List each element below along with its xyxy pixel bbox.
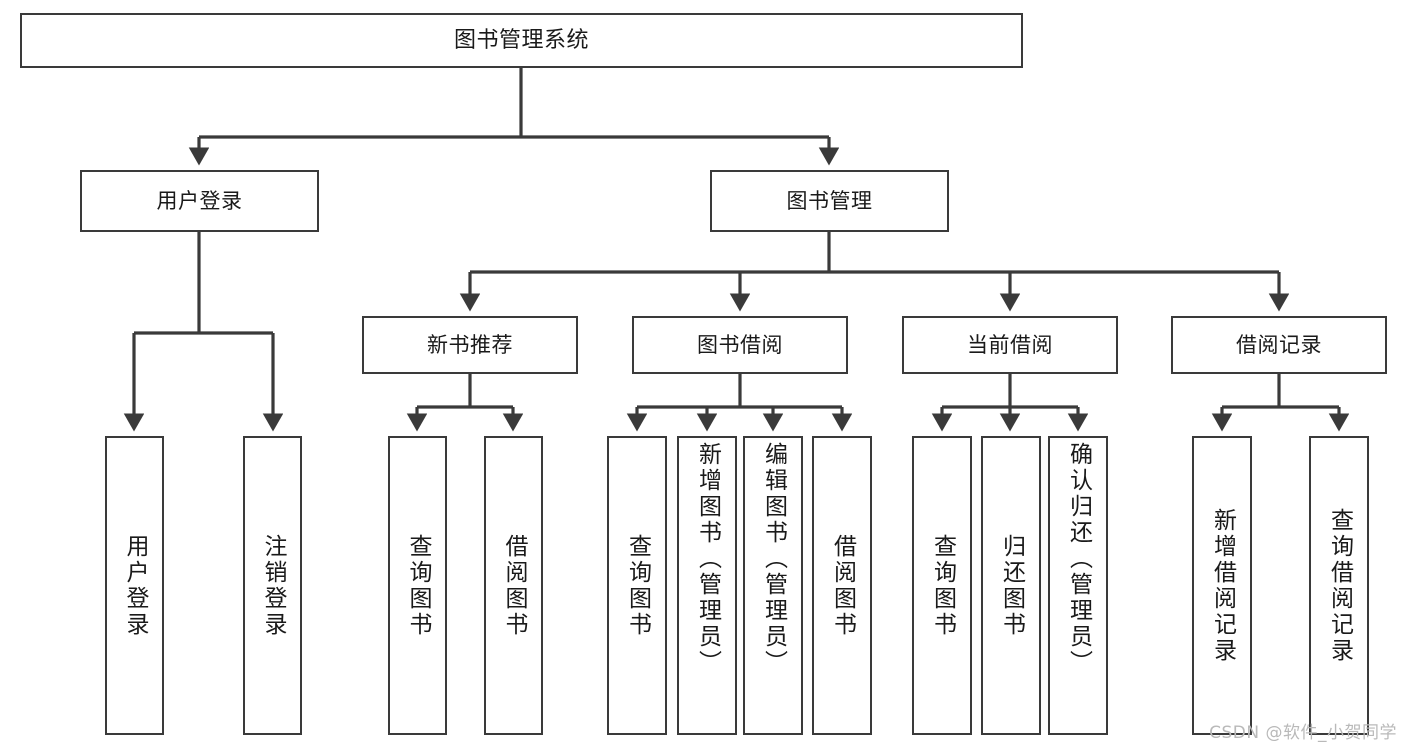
node-new-book-recommend[interactable]: 新书推荐 [362,316,578,374]
node-label: 确认归还（管理员） [1065,442,1092,676]
node-label: 查询图书 [624,533,651,638]
node-label: 查询借阅记录 [1326,507,1353,664]
node-label: 新书推荐 [427,332,513,357]
node-book-management[interactable]: 图书管理 [710,170,949,232]
node-label: 当前借阅 [967,332,1053,357]
node-label: 用户登录 [122,533,148,638]
node-label: 借阅记录 [1236,332,1322,357]
node-borrow-record[interactable]: 借阅记录 [1171,316,1387,374]
node-label: 用户登录 [156,188,243,213]
leaf-current-query-book[interactable]: 查询图书 [912,436,972,735]
node-label: 查询图书 [405,533,431,638]
leaf-current-return-book[interactable]: 归还图书 [981,436,1041,735]
node-label: 借阅图书 [501,533,527,638]
leaf-borrow-borrow-book[interactable]: 借阅图书 [812,436,872,735]
node-label: 图书管理 [786,188,873,213]
node-root-system[interactable]: 图书管理系统 [20,13,1023,68]
node-label: 编辑图书（管理员） [760,442,787,676]
node-user-login[interactable]: 用户登录 [80,170,319,232]
node-label: 图书管理系统 [453,27,589,53]
leaf-user-login-login[interactable]: 用户登录 [105,436,164,735]
csdn-watermark: CSDN @软件_小贺同学 [1209,723,1397,743]
leaf-record-query-record[interactable]: 查询借阅记录 [1309,436,1369,735]
leaf-recommend-query-book[interactable]: 查询图书 [388,436,447,735]
node-label: 借阅图书 [829,533,856,638]
leaf-current-confirm-return[interactable]: 确认归还（管理员） [1048,436,1108,735]
node-label: 查询图书 [929,533,956,638]
node-book-borrow[interactable]: 图书借阅 [632,316,848,374]
leaf-recommend-borrow-book[interactable]: 借阅图书 [484,436,543,735]
node-label: 注销登录 [260,533,286,638]
leaf-borrow-edit-book[interactable]: 编辑图书（管理员） [743,436,803,735]
leaf-record-add-record[interactable]: 新增借阅记录 [1192,436,1252,735]
node-label: 新增借阅记录 [1209,507,1236,664]
leaf-borrow-query-book[interactable]: 查询图书 [607,436,667,735]
leaf-borrow-add-book[interactable]: 新增图书（管理员） [677,436,737,735]
node-label: 归还图书 [998,533,1025,638]
node-label: 图书借阅 [697,332,783,357]
node-current-borrow[interactable]: 当前借阅 [902,316,1118,374]
node-label: 新增图书（管理员） [694,442,721,676]
leaf-user-login-logout[interactable]: 注销登录 [243,436,302,735]
